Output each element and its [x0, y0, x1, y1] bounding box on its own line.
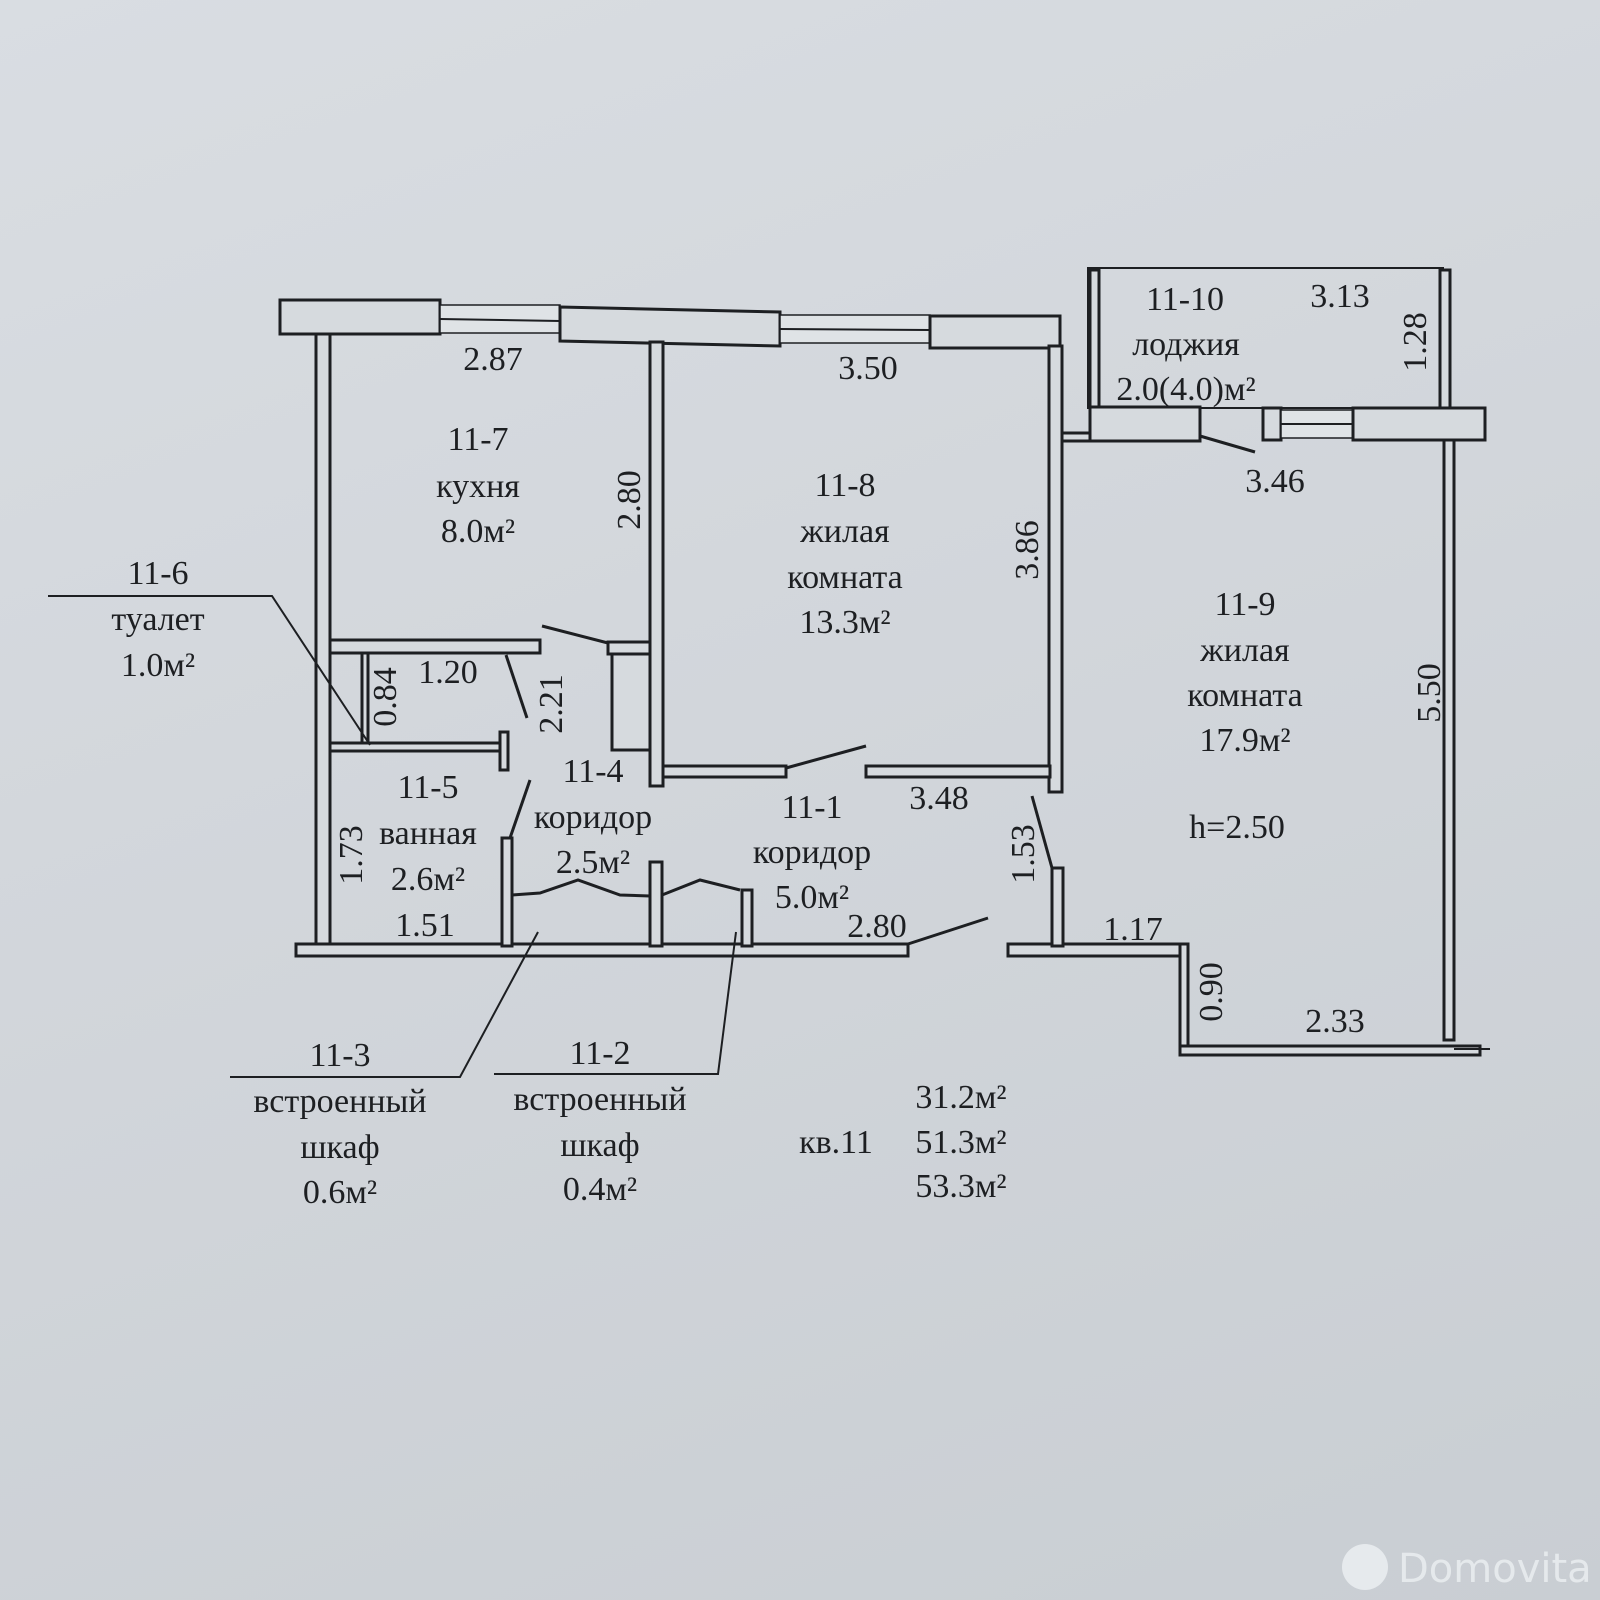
dimension-label: 3.86	[1009, 520, 1046, 580]
room-name: коридор	[534, 799, 652, 836]
dimension-label: 1.53	[1005, 824, 1042, 884]
room-area: 17.9м²	[1199, 722, 1290, 759]
room-id: 11-2	[569, 1035, 630, 1072]
dimension-label: 1.51	[395, 907, 455, 944]
room-id: 11-6	[127, 555, 188, 592]
wall	[278, 298, 442, 336]
wall	[1178, 1044, 1482, 1057]
room-name: комната	[1187, 677, 1302, 714]
dimension-label: 1.20	[418, 654, 478, 691]
wall	[606, 640, 652, 656]
living-area: 31.2м²	[915, 1079, 1006, 1116]
room-id: 11-5	[397, 769, 458, 806]
dimension-label: 3.46	[1245, 463, 1305, 500]
room-id: 11-7	[447, 421, 508, 458]
total-area-with-loggia: 53.3м²	[915, 1168, 1006, 1205]
wall	[1088, 268, 1101, 412]
dimension-label: 1.17	[1103, 911, 1163, 948]
wall	[1047, 344, 1064, 794]
room-id: 11-4	[562, 753, 623, 790]
room-name: коридор	[753, 834, 871, 871]
wall	[648, 340, 665, 788]
room-id: 11-9	[1214, 586, 1275, 623]
dimension-label: 2.80	[611, 470, 648, 530]
door-swings	[504, 434, 1490, 1050]
room-name: туалет	[111, 601, 204, 638]
room-name: шкаф	[300, 1129, 379, 1166]
room-area: 5.0м²	[775, 879, 849, 916]
wall	[294, 942, 910, 958]
room-area: 8.0м²	[441, 513, 515, 550]
dimension-label: 5.50	[1411, 663, 1448, 723]
wall	[1178, 942, 1190, 1056]
leader-lines	[48, 595, 737, 1078]
room-name: встроенный	[253, 1083, 426, 1120]
wall	[928, 314, 1062, 350]
room-name: ванная	[379, 815, 477, 852]
room-id: 11-1	[781, 789, 842, 826]
room-name: кухня	[436, 468, 520, 505]
watermark-logo-icon	[1342, 1544, 1388, 1590]
dimension-label: 3.13	[1310, 278, 1370, 315]
ceiling-height: h=2.50	[1189, 809, 1285, 846]
room-area: 13.3м²	[799, 604, 890, 641]
walls	[278, 267, 1487, 1057]
total-area: 51.3м²	[915, 1124, 1006, 1161]
room-area: 0.6м²	[303, 1174, 377, 1211]
wall	[610, 652, 652, 752]
wall	[500, 836, 514, 948]
watermark-text: Domovita	[1398, 1546, 1592, 1592]
room-id: 11-10	[1146, 281, 1224, 318]
room-area: 1.0м²	[121, 647, 195, 684]
wall	[740, 888, 754, 948]
apartment-label: кв.11	[799, 1124, 873, 1161]
wall	[498, 730, 510, 772]
dimension-label: 0.90	[1193, 962, 1230, 1022]
dimension-label: 2.80	[847, 908, 907, 945]
watermark: Domovita	[1342, 1544, 1592, 1592]
dimension-label: 2.87	[463, 341, 523, 378]
dimension-label: 1.73	[333, 825, 370, 885]
wall	[360, 651, 370, 745]
room-area: 2.6м²	[391, 861, 465, 898]
dimension-label: 0.84	[367, 667, 404, 727]
wall	[314, 332, 332, 948]
dimension-label: 1.28	[1397, 312, 1434, 372]
dimension-label: 3.48	[909, 780, 969, 817]
room-id: 11-3	[309, 1037, 370, 1074]
wall	[1438, 268, 1452, 412]
wall	[661, 764, 788, 779]
room-name: комната	[787, 559, 902, 596]
dimension-label: 3.50	[838, 350, 898, 387]
wall	[1088, 405, 1202, 443]
room-name: жилая	[799, 513, 890, 550]
room-name: лоджия	[1132, 326, 1240, 363]
wall	[1442, 438, 1456, 1042]
room-id: 11-8	[814, 467, 875, 504]
room-area: 0.4м²	[563, 1171, 637, 1208]
room-name: встроенный	[513, 1081, 686, 1118]
wall	[328, 638, 542, 655]
wall	[1050, 866, 1065, 948]
wall	[1261, 406, 1283, 442]
wall	[558, 305, 782, 348]
dimension-label: 2.33	[1305, 1003, 1365, 1040]
room-area: 2.0(4.0)м²	[1116, 371, 1255, 408]
wall	[864, 764, 1052, 779]
room-name: шкаф	[560, 1127, 639, 1164]
room-name: жилая	[1199, 632, 1290, 669]
dimension-label: 2.21	[533, 674, 570, 734]
wall	[648, 860, 664, 948]
wall	[328, 741, 508, 753]
room-area: 2.5м²	[556, 844, 630, 881]
wall	[1351, 406, 1487, 442]
